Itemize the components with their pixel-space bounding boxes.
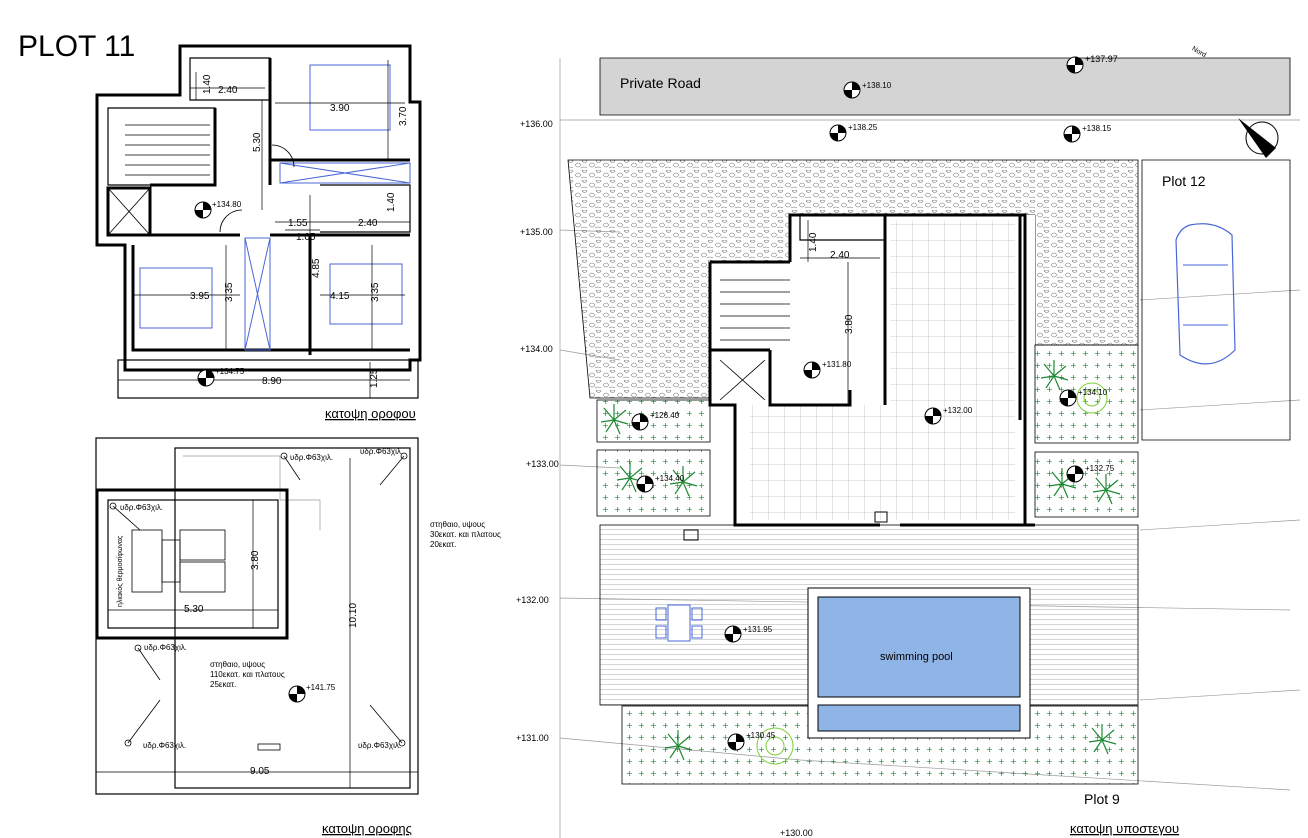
roof-level: +141.75 [306, 683, 336, 692]
level-road-3: +138.25 [848, 123, 878, 132]
level-garden-2: +134.40 [655, 474, 685, 483]
basement-site-plan: +136.00 +135.00 +134.00 +133.00 +132.00 … [516, 45, 1301, 838]
level-road-1: +137.97 [1085, 54, 1118, 64]
dim-4-85: 4.85 [311, 258, 322, 278]
dim-1-05: 1.05 [296, 232, 316, 243]
tree-icon [600, 360, 1121, 761]
contour-131: +131.00 [516, 733, 549, 743]
pool-label: swimming pool [880, 651, 953, 663]
level-balcony: +134.75 [215, 367, 245, 376]
contour-133: +133.00 [526, 459, 559, 469]
dim-2-40b: 2.40 [358, 218, 378, 229]
drain-label-5: υδρ.Φ63χιλ. [143, 741, 186, 750]
roof-dim-3-80: 3.80 [250, 550, 261, 570]
north-label: Nord [1191, 45, 1208, 59]
dim-1-25: 1.25 [369, 368, 380, 388]
dim-1-40b: 1.40 [386, 192, 397, 212]
car-icon [1175, 223, 1236, 365]
drain-label-6: υδρ.Φ63χιλ. [358, 741, 401, 750]
private-road-label: Private Road [620, 75, 701, 91]
contour-136: +136.00 [520, 119, 553, 129]
parapet-note-high: στηθαιο, υψους 110εκατ. και πλατους 25εκ… [210, 660, 285, 689]
roof-drains [109, 452, 408, 747]
level-hall: +134.80 [212, 200, 242, 209]
basement-caption: κατοψη υποστεγου [1070, 821, 1179, 836]
level-garden-3: +134.10 [1078, 388, 1108, 397]
dim-2-40: 2.40 [218, 85, 238, 96]
contour-134: +134.00 [520, 344, 553, 354]
roof-dim-10-10: 10.10 [348, 603, 359, 628]
upper-floor-caption: κατοψη οροφου [325, 406, 416, 421]
solar-heater-label: ηλιακός θερμοσίφωνας [116, 535, 124, 607]
plot-9-label: Plot 9 [1084, 791, 1120, 807]
north-arrow-icon [1238, 118, 1279, 158]
dim-8-90: 8.90 [262, 376, 282, 387]
dining-table-icon [655, 604, 703, 642]
dim-5-30: 5.30 [252, 132, 263, 152]
level-road-4: +138.15 [1082, 124, 1112, 133]
dim-3-35a: 3.35 [224, 282, 235, 302]
upper-floor-plan: 1.40 2.40 3.90 3.70 5.30 1.55 1.05 2.40 … [95, 44, 422, 421]
contour-135: +135.00 [520, 227, 553, 237]
drain-label-2: υδρ.Φ63χιλ. [360, 447, 403, 456]
contour-132: +132.00 [516, 595, 549, 605]
level-terrace: +131.95 [743, 625, 773, 634]
sheet-title: PLOT 11 [18, 30, 135, 63]
dim-4-15: 4.15 [330, 291, 350, 302]
drain-label-4: υδρ.Φ63χιλ. [144, 643, 187, 652]
dim-3-70: 3.70 [398, 106, 409, 126]
level-base-hall: +131.80 [822, 360, 852, 369]
level-markers [631, 56, 1084, 751]
dim-1-55: 1.55 [288, 218, 308, 229]
contour-130: +130.00 [780, 828, 813, 838]
roof-caption: κατοψη οροφης [322, 821, 412, 836]
plot-12-label: Plot 12 [1162, 173, 1206, 189]
shrub-icon [756, 382, 1108, 765]
parapet-note-low: στηθαιο, υψους 30εκατ. και πλατους 20εκα… [430, 520, 501, 549]
level-base-main: +132.00 [943, 406, 973, 415]
base-dim-2-40: 2.40 [830, 250, 850, 261]
roof-plan: ηλιακός θερμοσίφωνας υδρ.Φ63χιλ. υδρ.Φ63… [95, 437, 501, 836]
dim-3-35b: 3.35 [370, 282, 381, 302]
level-road-2: +138.10 [862, 81, 892, 90]
roof-dim-5-30: 5.30 [184, 604, 204, 615]
base-dim-1-40: 1.40 [808, 232, 819, 252]
level-garden-1: +126.40 [650, 411, 680, 420]
roof-dim-9-05: 9.05 [250, 766, 270, 777]
dim-3-95: 3.95 [190, 291, 210, 302]
dim-3-90: 3.90 [330, 103, 350, 114]
level-garden-4: +132.75 [1085, 464, 1115, 473]
drain-label-1: υδρ.Φ63χιλ. [290, 453, 333, 462]
drain-label-3: υδρ.Φ63χιλ. [120, 503, 163, 512]
level-garden-5: +130.45 [746, 731, 776, 740]
dim-1-40: 1.40 [202, 74, 213, 94]
base-dim-3-80: 3.80 [844, 314, 855, 334]
